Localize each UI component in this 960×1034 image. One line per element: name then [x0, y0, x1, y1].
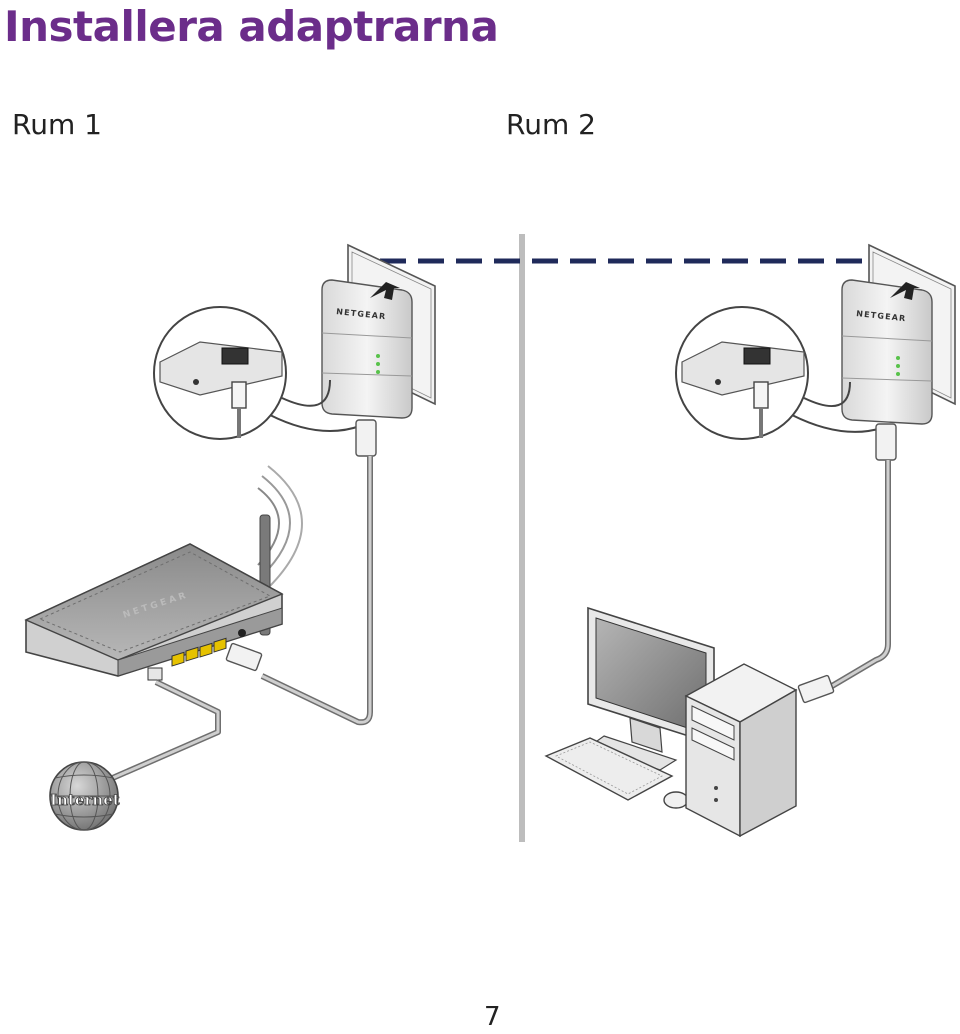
up-arrow-icon — [890, 282, 920, 300]
led-power-indicator — [376, 354, 380, 358]
internet-globe-icon: Internet — [49, 761, 120, 831]
desktop-computer[interactable] — [544, 606, 798, 838]
powerline-adapter-room-2[interactable]: NETGEAR — [841, 279, 933, 425]
up-arrow-icon — [370, 282, 400, 300]
page-number: 7 — [484, 1002, 501, 1032]
wifi-router[interactable]: NETGEAR — [24, 465, 303, 681]
led-power-indicator — [896, 356, 900, 360]
ethernet-cable-router-to-internet — [106, 679, 221, 783]
router-power-jack — [238, 629, 246, 637]
ethernet-port-icon — [221, 347, 249, 365]
led-powerline-indicator — [376, 362, 380, 366]
port-zoom-callout-room-2 — [675, 306, 883, 440]
monitor — [587, 606, 715, 771]
keyboard — [544, 737, 674, 801]
security-button-icon — [715, 379, 721, 385]
router-lan-ports — [171, 637, 227, 667]
mouse — [663, 791, 689, 809]
ethernet-cable-router-to-adapter — [225, 419, 377, 726]
led-ethernet-indicator — [896, 372, 900, 376]
ethernet-cable-adapter-to-computer — [797, 423, 897, 704]
ethernet-plug-icon — [231, 381, 247, 409]
router-wan-port — [147, 667, 163, 681]
room-1-label: Rum 1 — [12, 108, 102, 141]
ethernet-port-icon — [743, 347, 771, 365]
ethernet-plug-icon — [753, 381, 769, 409]
powerline-adapter-room-1[interactable]: NETGEAR — [321, 279, 413, 419]
led-powerline-indicator — [896, 364, 900, 368]
computer-tower — [684, 663, 798, 838]
internet-label: Internet — [50, 791, 120, 809]
security-button-icon — [193, 379, 199, 385]
page-title: Installera adaptrarna — [4, 2, 499, 51]
room-2-label: Rum 2 — [506, 108, 596, 141]
port-zoom-callout-room-1 — [153, 306, 361, 440]
led-ethernet-indicator — [376, 370, 380, 374]
